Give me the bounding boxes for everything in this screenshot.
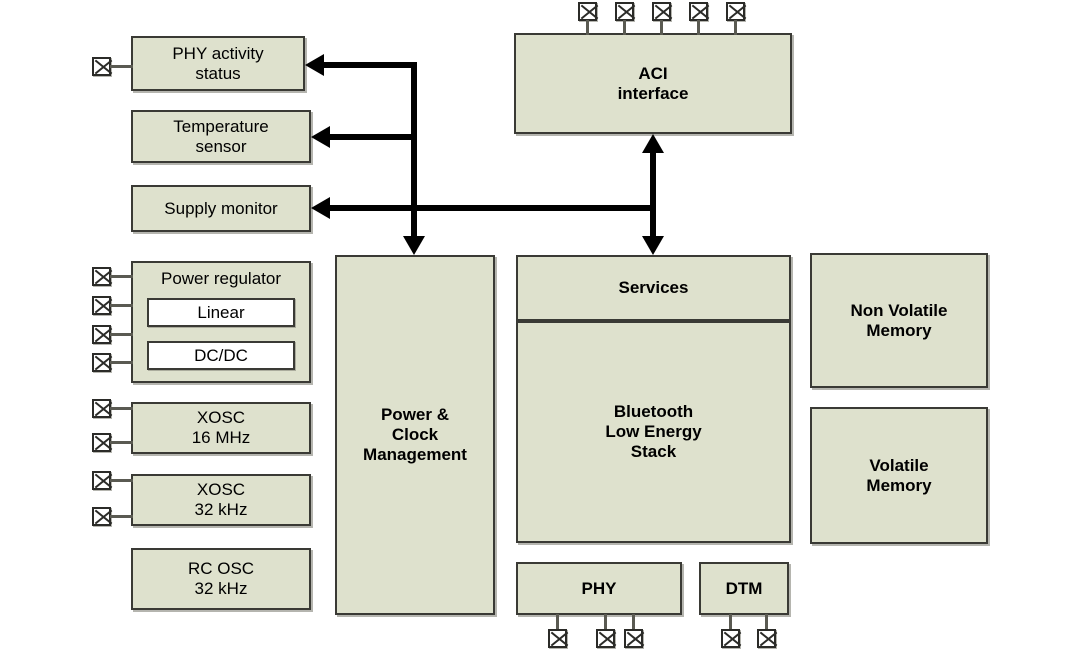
arrowhead-services	[642, 236, 664, 255]
pin-lead	[632, 614, 635, 630]
block-supply-monitor[interactable]: Supply monitor	[131, 185, 311, 232]
arrowhead-aci-interface	[642, 134, 664, 153]
pin-lead	[604, 614, 607, 630]
wire-to-temperature-sensor	[328, 134, 417, 140]
arrowhead-temperature-sensor	[311, 126, 330, 148]
pin-lead	[623, 20, 626, 35]
pin-square-x-icon[interactable]	[92, 57, 111, 76]
pin-square-x-icon[interactable]	[726, 2, 745, 21]
pin-lead	[556, 614, 559, 630]
pin-square-x-icon[interactable]	[757, 629, 776, 648]
pin-lead	[110, 333, 133, 336]
pin-square-x-icon[interactable]	[92, 353, 111, 372]
pin-square-x-icon[interactable]	[92, 471, 111, 490]
block-dcdc-label: DC/DC	[194, 345, 248, 365]
pin-square-x-icon[interactable]	[92, 507, 111, 526]
block-linear-label: Linear	[197, 302, 245, 322]
block-phy[interactable]: PHY	[516, 562, 682, 615]
block-supply-monitor-label: Supply monitor	[164, 198, 278, 218]
block-services[interactable]: Services	[516, 255, 791, 321]
pin-lead	[110, 407, 133, 410]
pin-square-x-icon[interactable]	[92, 433, 111, 452]
pin-square-x-icon[interactable]	[578, 2, 597, 21]
block-dcdc[interactable]: DC/DC	[147, 341, 295, 370]
pin-lead	[734, 20, 737, 35]
pin-square-x-icon[interactable]	[92, 267, 111, 286]
arrowhead-supply-monitor	[311, 197, 330, 219]
pin-square-x-icon[interactable]	[721, 629, 740, 648]
wire-trunk-vertical	[411, 62, 417, 238]
wire-to-phy-activity-status	[322, 62, 417, 68]
arrowhead-phy-activity-status	[305, 54, 324, 76]
pin-square-x-icon[interactable]	[689, 2, 708, 21]
pin-square-x-icon[interactable]	[92, 399, 111, 418]
pin-lead	[729, 614, 732, 630]
pin-lead	[110, 479, 133, 482]
pin-lead	[110, 441, 133, 444]
pin-square-x-icon[interactable]	[596, 629, 615, 648]
pin-lead	[765, 614, 768, 630]
pin-square-x-icon[interactable]	[92, 296, 111, 315]
pin-lead	[660, 20, 663, 35]
pin-lead	[110, 361, 133, 364]
block-dtm-label: DTM	[725, 578, 763, 598]
pin-square-x-icon[interactable]	[615, 2, 634, 21]
block-phy-label: PHY	[581, 578, 617, 598]
block-power-regulator-label: Power regulator	[160, 269, 281, 288]
pin-lead	[110, 515, 133, 518]
block-dtm[interactable]: DTM	[699, 562, 789, 615]
pin-square-x-icon[interactable]	[652, 2, 671, 21]
block-services-label: Services	[618, 278, 689, 298]
arrowhead-power-clock-management	[403, 236, 425, 255]
pin-lead	[110, 304, 133, 307]
pin-lead	[110, 65, 133, 68]
pin-lead	[586, 20, 589, 35]
pin-square-x-icon[interactable]	[624, 629, 643, 648]
wire-aci-services	[650, 150, 656, 238]
pin-square-x-icon[interactable]	[92, 325, 111, 344]
wire-to-supply-monitor	[328, 205, 656, 211]
block-linear[interactable]: Linear	[147, 298, 295, 327]
pin-lead	[110, 275, 133, 278]
pin-lead	[697, 20, 700, 35]
pin-square-x-icon[interactable]	[548, 629, 567, 648]
